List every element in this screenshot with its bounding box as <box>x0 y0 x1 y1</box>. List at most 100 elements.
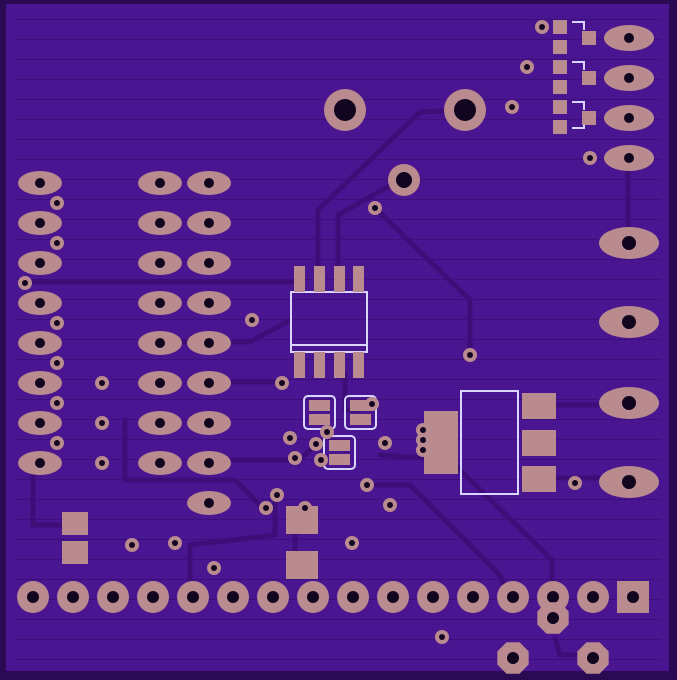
header-pin-pad <box>187 411 231 435</box>
jumper-pad <box>537 602 569 634</box>
header-pin-pad <box>187 171 231 195</box>
header-pin-pad <box>138 371 182 395</box>
regulator-pin-pad <box>522 393 556 419</box>
via <box>365 397 379 411</box>
via <box>125 538 139 552</box>
trace <box>335 177 403 278</box>
via <box>18 276 32 290</box>
ic-u1-pad <box>334 352 345 378</box>
ic-u1-pad <box>353 352 364 378</box>
header-pin-pad <box>138 451 182 475</box>
via <box>50 196 64 210</box>
via <box>245 313 259 327</box>
header-pin-pad <box>417 581 449 613</box>
regulator-tab-pad <box>424 411 458 474</box>
terminal-pad <box>599 227 659 259</box>
via <box>50 236 64 250</box>
ic-u1-pad <box>314 352 325 378</box>
header-pin-pad <box>137 581 169 613</box>
trace <box>315 107 468 278</box>
header-pin-pad <box>138 331 182 355</box>
via <box>435 630 449 644</box>
via <box>416 443 430 457</box>
via <box>378 436 392 450</box>
via <box>50 436 64 450</box>
via <box>50 316 64 330</box>
via <box>568 476 582 490</box>
via <box>275 376 289 390</box>
connector-pad <box>604 25 654 51</box>
header-pin-pad <box>57 581 89 613</box>
header-pin-pad <box>337 581 369 613</box>
via <box>383 498 397 512</box>
header-right <box>599 25 659 498</box>
smd-pads <box>62 20 596 579</box>
header-pin-pad <box>457 581 489 613</box>
led-pad <box>553 80 567 94</box>
header-pin-pad <box>18 411 62 435</box>
cap-c2-outline <box>344 395 377 430</box>
via <box>259 501 273 515</box>
jumper-pad <box>577 642 609 674</box>
via <box>345 536 359 550</box>
resistor-r1-pad <box>62 512 88 535</box>
header-pin-pad <box>17 581 49 613</box>
led-pad <box>553 40 567 54</box>
cap-c2-pad <box>350 400 371 411</box>
header-pin-pad <box>138 411 182 435</box>
led-marker <box>572 21 585 129</box>
header-bottom <box>17 581 649 674</box>
header-pin-pad <box>577 581 609 613</box>
connector-pad <box>604 145 654 171</box>
via <box>416 433 430 447</box>
regulator-pin-pad <box>522 466 556 492</box>
header-pin-pad <box>187 371 231 395</box>
via <box>288 451 302 465</box>
ic-u1-pad <box>334 266 345 292</box>
via <box>463 348 477 362</box>
led-pad <box>553 20 567 34</box>
regulator-pin-pad <box>522 430 556 456</box>
via <box>368 201 382 215</box>
header-pin-1-pad <box>617 581 649 613</box>
connector-pad <box>604 65 654 91</box>
via <box>320 425 334 439</box>
header-pin-pad <box>297 581 329 613</box>
header-pins-col-1 <box>18 171 62 475</box>
header-pin-pad <box>138 171 182 195</box>
cap-c1-outline <box>303 395 336 430</box>
via <box>360 478 374 492</box>
regulator-outline <box>460 390 519 495</box>
ic-u1-outline <box>290 291 368 353</box>
resistor-r1-pad <box>62 541 88 564</box>
diode-d1-pad <box>286 551 318 579</box>
header-pin-pad <box>187 451 231 475</box>
header-pin-pad <box>177 581 209 613</box>
trace <box>122 417 263 508</box>
header-pins-col-2 <box>138 171 182 475</box>
via <box>283 431 297 445</box>
header-pin-pad <box>497 581 529 613</box>
terminal-pad <box>599 387 659 419</box>
header-pin-pad <box>18 291 62 315</box>
ic-u1-pad <box>294 352 305 378</box>
via <box>207 561 221 575</box>
trace <box>372 205 473 358</box>
via <box>50 356 64 370</box>
trace <box>187 492 278 593</box>
header-pin-pad <box>18 331 62 355</box>
via <box>95 376 109 390</box>
header-pin-pad <box>18 251 62 275</box>
ic-u1-pad <box>294 266 305 292</box>
header-pin-pad <box>187 331 231 355</box>
via <box>314 453 328 467</box>
via <box>309 437 323 451</box>
header-pin-pad <box>138 211 182 235</box>
led-pad <box>553 120 567 134</box>
led-pad <box>553 100 567 114</box>
led-pad <box>582 71 596 85</box>
cap-c3-outline <box>323 435 356 470</box>
via <box>270 488 284 502</box>
header-pin-pad <box>97 581 129 613</box>
